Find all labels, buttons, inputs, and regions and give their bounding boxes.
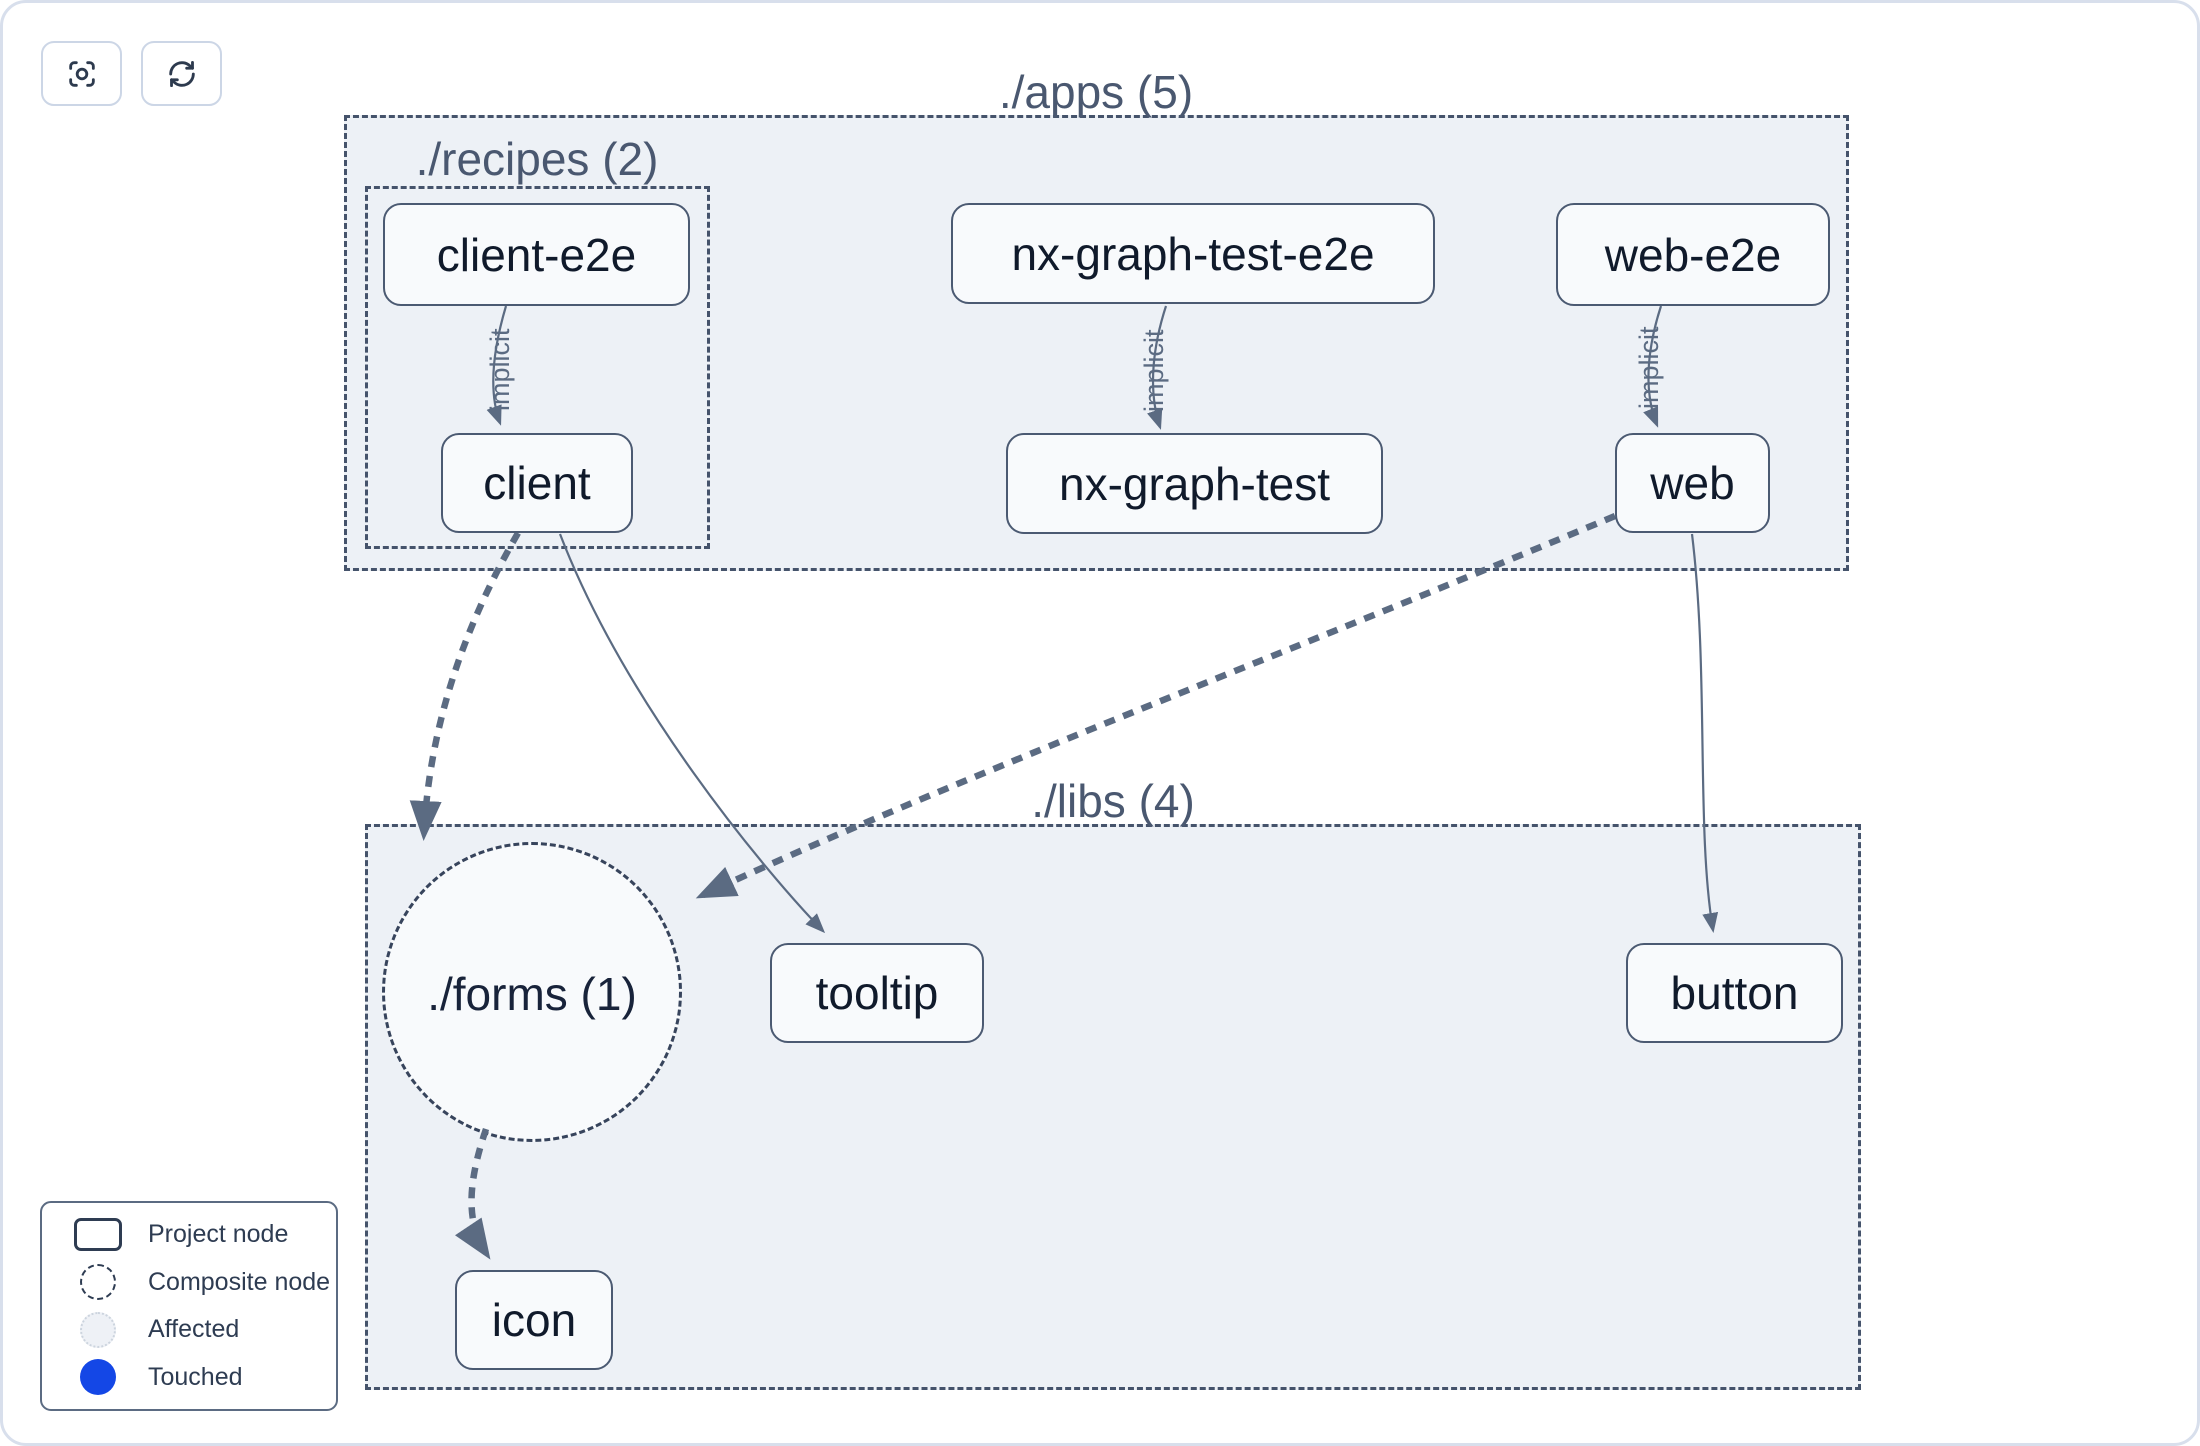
edge-nx-graph-test-e2e-to-nx-graph-test [1147,305,1168,430]
edge-label-implicit: implicit [1139,329,1169,412]
node-icon[interactable]: icon [455,1270,613,1370]
node-client-e2e[interactable]: client-e2e [383,203,690,306]
edges-layer: implicit implicit implicit [409,305,1719,1260]
node-nx-graph-test[interactable]: nx-graph-test [1006,433,1383,534]
node-web[interactable]: web [1615,433,1770,533]
group-title-apps: ./apps (5) [998,66,1194,118]
node-web-e2e[interactable]: web-e2e [1556,203,1830,306]
node-nx-graph-test-e2e[interactable]: nx-graph-test-e2e [951,203,1435,304]
legend-row-affected: Affected [42,1306,336,1354]
legend-label: Project node [148,1220,289,1249]
composite-node-swatch [68,1264,128,1301]
edge-client-e2e-to-client [486,305,508,426]
project-node-swatch [68,1218,128,1252]
legend-row-touched: Touched [42,1354,336,1402]
affected-swatch [68,1311,128,1348]
legend-row-composite-node: Composite node [42,1259,336,1307]
legend-label: Touched [148,1362,243,1391]
edge-client-to-forms [409,531,521,841]
focus-icon [65,57,99,91]
toolbar [41,41,222,106]
refresh-button[interactable] [141,41,222,106]
node-client[interactable]: client [441,433,633,533]
focus-button[interactable] [41,41,122,106]
node-tooltip[interactable]: tooltip [770,943,984,1043]
composite-label-forms: ./forms (1) [427,968,637,1020]
edge-label-implicit: implicit [485,328,515,411]
group-title-libs: ./libs (4) [1031,775,1195,827]
edge-client-to-tooltip [558,533,826,934]
legend-label: Composite node [148,1267,331,1296]
legend-row-project-node: Project node [42,1211,336,1259]
edge-web-e2e-to-web [1643,305,1663,428]
edge-forms-to-icon [454,1127,491,1260]
composite-node-forms[interactable] [382,842,682,1142]
edge-label-implicit: implicit [1634,326,1664,409]
touched-swatch [68,1359,128,1396]
edge-web-to-button [1690,533,1719,933]
node-button[interactable]: button [1626,943,1843,1043]
refresh-icon [165,57,199,91]
legend: Project node Composite node Affected Tou… [40,1201,338,1411]
group-title-recipes: ./recipes (2) [415,133,659,185]
edge-web-to-forms [695,513,1617,899]
legend-label: Affected [148,1315,240,1344]
